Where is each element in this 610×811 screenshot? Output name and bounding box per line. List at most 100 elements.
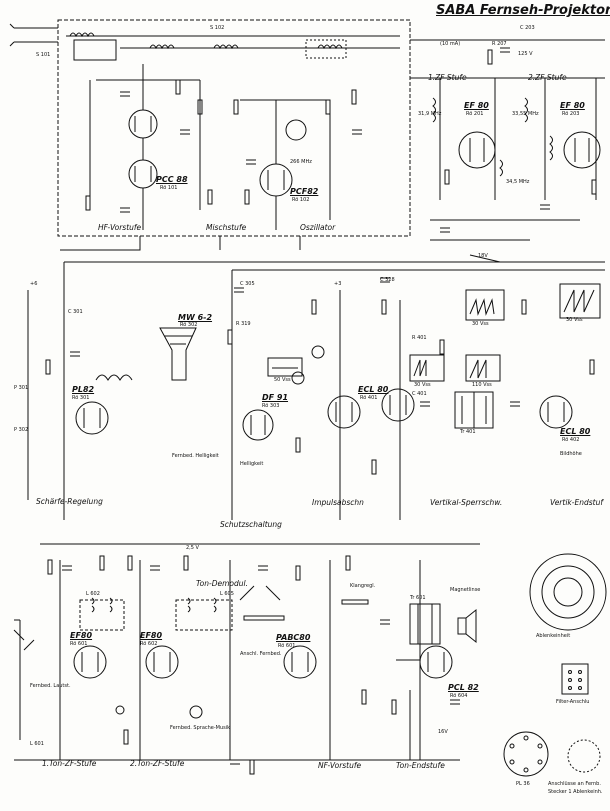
label-bildhoehe: Bildhöhe [560,451,582,457]
pcf82-tube [259,163,293,197]
filter-connector [561,663,589,695]
tube-pcl82-ref: Rö 604 [450,693,468,699]
stage-zf2: 2.ZF-Stufe [528,73,567,82]
label-c401: C 401 [412,391,427,397]
label-anschl-fernbed: Anschl. Fernbed. [240,651,282,657]
stage-impulsabschn: Impulsabschn [312,498,364,507]
ef80-tone-if2-tube [145,645,179,679]
tube-ecl80-b: ECL 80 [560,427,591,436]
stage-ton-endstufe: Ton-Endstufe [396,761,445,770]
vertical-output-tube [539,395,573,429]
label-ma10: (10 mA) [440,41,461,47]
stage-mischstufe: Mischstufe [206,223,247,232]
stage-schaerfe-regelung: Schärfe-Regelung [36,497,103,506]
tube-pl82: PL82 [72,385,95,394]
label-vss50: 50 Vss [274,377,291,383]
pl82-tube [75,401,109,435]
tube-pcc88: PCC 88 [156,175,188,184]
tube-ecl80-a-ref: Rö 401 [360,395,378,401]
label-fernbed-helligkeit: Fernbed. Helligkeit [172,453,219,459]
label-freq-a: 31,9 MHz [418,111,442,117]
tube-pcl82: PCL 82 [448,683,479,692]
tube-df91: DF 91 [262,393,289,402]
ecl80-tube-b [381,388,415,422]
stage-hf-vorstufe: HF-Vorstufe [98,223,142,232]
tube-ef80-b-ref: Rö 203 [562,111,580,117]
tube-ef80-tone1-ref: Rö 601 [70,641,88,647]
label-fernbed-lautst: Fernbed. Lautst. [30,683,71,689]
stage-schutzschaltung: Schutzschaltung [220,520,282,529]
tube-mw6: MW 6-2 [178,313,213,322]
tube-ecl80-b-ref: Rö 402 [562,437,580,443]
deflection-yoke [529,553,607,631]
df91-tube [242,409,274,441]
tube-ef80-tone2-ref: Rö 602 [140,641,158,647]
ecl80-tube-a [327,395,361,429]
tr601-output-transformer [409,603,441,645]
label-freq-c: 34,5 MHz [506,179,530,185]
label-fernbed-sprache-musik: Fernbed. Sprache-Musik [170,725,231,731]
crt-mw6-2 [159,327,197,381]
label-r319: R 319 [236,321,251,327]
ef80-if2-tube [563,131,601,169]
label-freq-osc: 266 MHz [290,159,312,165]
stage-tonzf2: 2.Ton-ZF-Stufe [130,759,185,768]
stage-zf1: 1.ZF-Stufe [428,73,467,82]
stage-tonzf1: 1.Ton-ZF-Stufe [42,759,97,768]
pl36-socket [503,731,549,777]
label-anschluesse: Anschlüsse an Fernb. [548,781,601,787]
label-l605: L 605 [220,591,234,597]
tube-pl82-ref: Rö 301 [72,395,90,401]
tube-ef80-a-ref: Rö 201 [466,111,484,117]
tuner-shield-outline [57,19,411,237]
pcc88-tube-left [128,109,158,139]
label-p301: P 301 [14,385,29,391]
label-klangregl: Klangregl. [350,583,376,589]
label-vss30-b: 30 Vss [566,317,583,323]
tube-pcf82-ref: Rö 102 [292,197,310,203]
tube-ef80-a: EF 80 [464,101,489,110]
stage-vertikal-sperrschw: Vertikal-Sperrschw. [430,498,503,507]
label-v18: 18V [478,253,488,259]
label-filter-anschluss: Filter-Anschlu [556,699,590,705]
label-helligkeit: Helligkeit [240,461,264,467]
label-tr601: Tr 601 [410,595,426,601]
tube-df91-ref: Rö 303 [262,403,280,409]
tube-mw6-ref: Rö 302 [180,322,198,328]
ef80-if1-tube [458,131,496,169]
tube-ecl80-a: ECL 80 [358,385,389,394]
pcl82-tube [419,645,453,679]
label-c301: C 301 [68,309,83,315]
label-stecker: Stecker 1 Ablenkeinh. [548,789,603,795]
ef80-tone-if1-tube [73,645,107,679]
label-v25: 2,5 V [186,545,199,551]
stage-nf-vorstufe: NF-Vorstufe [318,761,362,770]
sheet-title: SABA Fernseh-Projektor [436,3,610,18]
label-magnetlinse: Magnetlinse [450,587,481,593]
label-l602: L 602 [86,591,100,597]
label-c203: C 203 [520,25,535,31]
stage-vertik-endstufe: Vertik-Endstuf [550,498,603,507]
label-vss110: 110 Vss [472,382,492,388]
pcc88-tube-right [128,159,158,189]
tube-pabc80: PABC80 [276,633,311,642]
tube-ef80-tone2: EF80 [140,631,163,640]
label-p302: P 302 [14,427,29,433]
label-l601: L 601 [30,741,44,747]
label-freq-b: 33,55 MHz [512,111,539,117]
label-s102: S 102 [210,25,225,31]
tube-pcf82: PCF82 [290,187,319,196]
label-r401: R 401 [412,335,427,341]
stage-oszillator: Oszillator [300,223,336,232]
pabc80-tube [283,645,317,679]
label-c328: C 328 [380,277,395,283]
label-plus3: +3 [334,281,342,287]
label-v16: 16V [438,729,448,735]
tube-ef80-tone1: EF80 [70,631,93,640]
stage-ton-demodul: Ton-Demodul. [196,579,248,588]
label-plus6: +6 [30,281,38,287]
label-c305: C 305 [240,281,255,287]
speaker [457,608,477,644]
tube-pabc80-ref: Rö 601 [278,643,296,649]
